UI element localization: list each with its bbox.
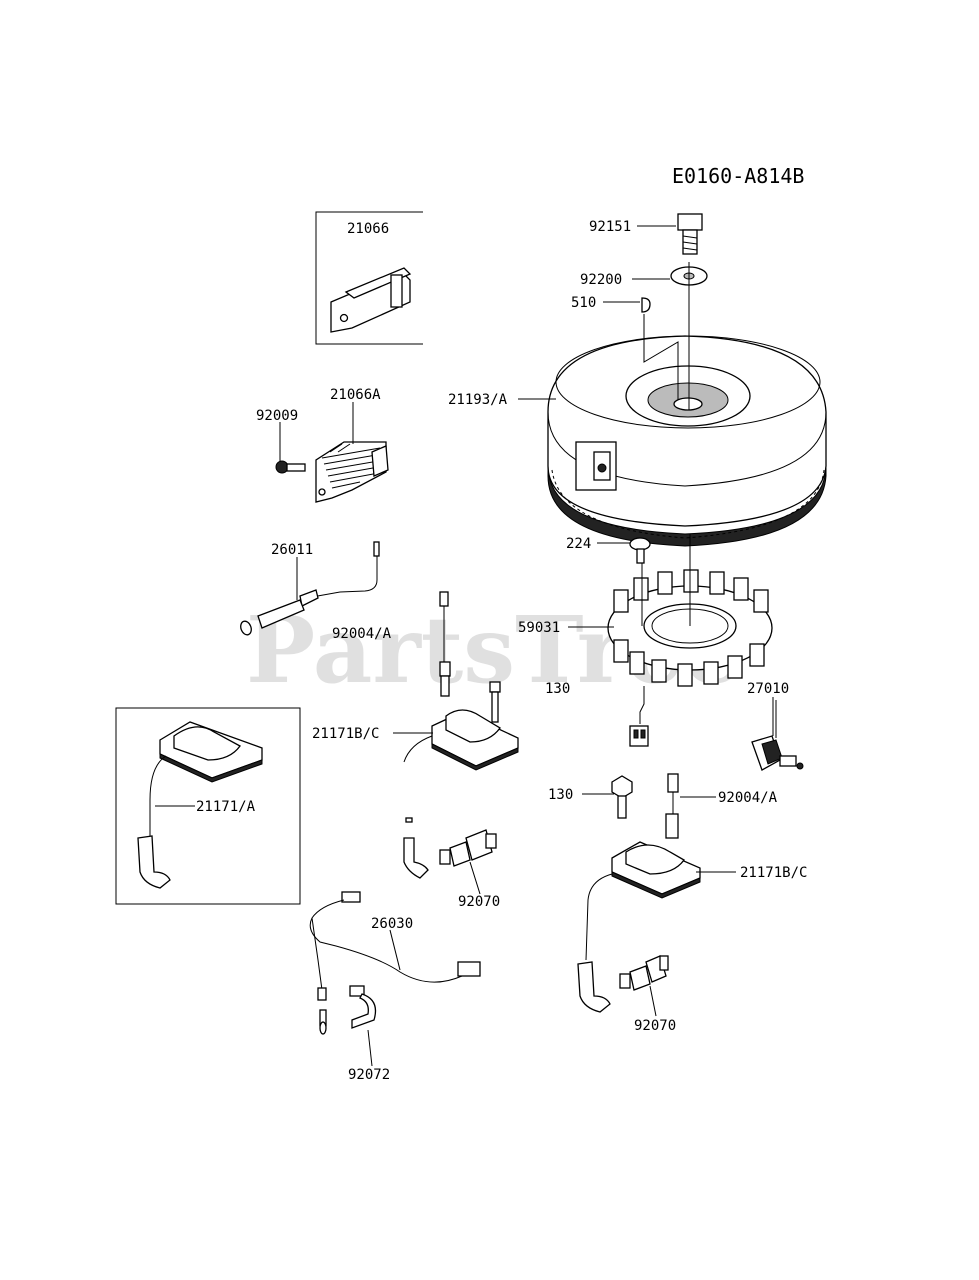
stator-59031-drawing (607, 534, 773, 747)
wire-26011-drawing (240, 541, 380, 636)
leader-lines (155, 225, 774, 1067)
inset-box-21171A (115, 707, 301, 905)
screw-130-drawing (611, 775, 633, 819)
clamp-92072-drawing (349, 985, 377, 1029)
label-21193A: 21193/A (448, 392, 508, 408)
label-26011: 26011 (271, 542, 313, 558)
flywheel-21193A-drawing (547, 335, 827, 547)
harness-26030-drawing (309, 891, 481, 1035)
label-92151: 92151 (589, 219, 631, 235)
bolt-92151-drawing (677, 213, 703, 255)
label-92072: 92072 (348, 1067, 390, 1083)
spark-plug-cap-left-drawing (403, 817, 429, 879)
spark-plug-92070-right-drawing (619, 955, 669, 991)
label-92009: 92009 (256, 408, 298, 424)
label-130-lower: 130 (548, 787, 573, 803)
ignition-coil-left-drawing (403, 591, 519, 771)
screw-224-drawing (629, 537, 651, 564)
label-21171BC-left: 21171B/C (312, 726, 379, 742)
label-21066A: 21066A (330, 387, 381, 403)
switch-27010-drawing (751, 700, 804, 771)
label-92200: 92200 (580, 272, 622, 288)
label-224: 224 (566, 536, 591, 552)
inset-box-21066 (315, 211, 423, 345)
label-92004A-right: 92004/A (718, 790, 778, 806)
key-510-drawing (641, 297, 651, 313)
label-59031: 59031 (518, 620, 560, 636)
label-21171A: 21171/A (196, 799, 256, 815)
screw-92009-drawing (275, 460, 306, 474)
label-27010: 27010 (747, 681, 789, 697)
ignition-coil-right-drawing (577, 773, 701, 1013)
label-510: 510 (571, 295, 596, 311)
label-26030: 26030 (371, 916, 413, 932)
label-21066: 21066 (347, 221, 389, 237)
bracket-21066-drawing (330, 267, 412, 333)
diagram-code: E0160-A814B (672, 164, 804, 188)
ignition-coil-21171A-drawing (137, 721, 263, 889)
label-130-upper: 130 (545, 681, 570, 697)
spark-plug-92070-left-drawing (439, 829, 497, 867)
regulator-21066A-drawing (315, 441, 389, 503)
label-21171BC-right: 21171B/C (740, 865, 807, 881)
label-92070-left: 92070 (458, 894, 500, 910)
label-92070-right: 92070 (634, 1018, 676, 1034)
label-92004A-left: 92004/A (332, 626, 392, 642)
